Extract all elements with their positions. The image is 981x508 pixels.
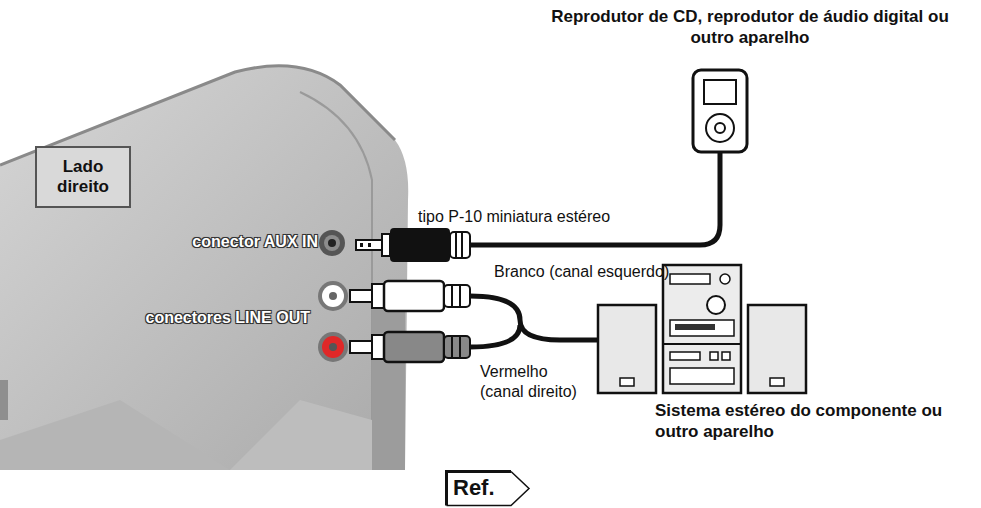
rca-cable xyxy=(350,281,598,362)
cable-label: tipo P-10 miniatura estéreo xyxy=(418,207,658,227)
mini-plug-cable xyxy=(356,152,720,262)
side-label-box: Lado direito xyxy=(35,146,131,208)
node-text: Lado direito xyxy=(48,157,118,198)
stereo-system-icon xyxy=(598,265,806,393)
connector-label: conector AUX IN xyxy=(100,232,318,252)
line-out-jacks xyxy=(318,281,348,362)
device-label: Sistema estéreo do componente ou outro a… xyxy=(655,400,973,443)
node-text: Ref. xyxy=(453,475,495,501)
connector-label: conectores LINE OUT xyxy=(20,308,310,328)
aux-in-jack xyxy=(319,230,345,256)
device-label: Reprodutor de CD, reprodutor de áudio di… xyxy=(540,6,960,49)
audio-player-icon xyxy=(693,70,747,152)
ref-arrow-box: Ref. xyxy=(445,470,533,507)
channel-label: Branco (canal esquerdo) xyxy=(494,262,734,282)
device-housing xyxy=(0,66,408,470)
channel-label: Vermelho (canal direito) xyxy=(480,362,590,402)
